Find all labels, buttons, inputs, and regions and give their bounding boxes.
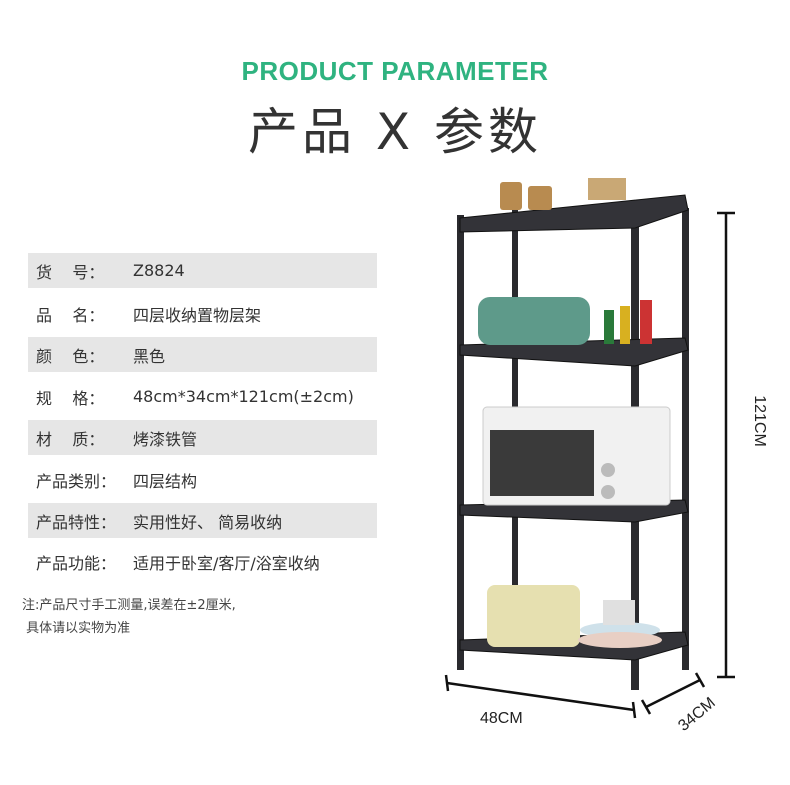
param-label: 产品特性： [36,512,117,532]
bread-box-and-plates [487,585,662,648]
param-row: 材 质： 烤漆铁管 [28,420,377,455]
param-value: 48cm*34cm*121cm(±2cm) [133,387,354,406]
param-value: 烤漆铁管 [133,429,198,449]
jars [500,178,626,210]
dimension-lines [444,211,735,719]
param-value: 四层结构 [133,471,198,491]
param-label: 品 名： [36,305,105,325]
param-label: 颜 色： [36,346,105,366]
param-row: 产品类别： 四层结构 [28,462,377,497]
note-line: 具体请以实物为准 [22,621,131,636]
microwave [482,406,671,506]
param-value: 适用于卧室/客厅/浴室收纳 [133,553,320,573]
bottles [604,300,652,344]
width-dimension-label: 48CM [480,710,523,727]
toaster [478,297,590,345]
param-label: 产品类别： [36,471,117,491]
note-line: 注:产品尺寸手工测量,误差在±2厘米, [22,598,236,613]
param-label: 货 号： [36,262,105,282]
param-row: 货 号： Z8824 [28,253,377,288]
title-chinese: 产品 X 参数 [247,103,543,161]
param-label: 产品功能： [36,553,117,573]
param-row: 品 名： 四层收纳置物层架 [28,296,377,331]
param-label: 材 质： [36,429,105,449]
param-value: 四层收纳置物层架 [133,305,262,325]
measurement-note: 注:产品尺寸手工测量,误差在±2厘米, 具体请以实物为准 [22,594,236,640]
param-row: 颜 色： 黑色 [28,337,377,372]
param-value: Z8824 [133,261,185,280]
height-dimension-label: 121CM [750,395,768,447]
param-row: 产品功能： 适用于卧室/客厅/浴室收纳 [28,544,377,579]
param-value: 黑色 [133,346,166,366]
param-label: 规 格： [36,388,105,408]
param-value: 实用性好、 简易收纳 [133,512,283,532]
param-row: 产品特性： 实用性好、 简易收纳 [28,503,377,538]
param-row: 规 格： 48cm*34cm*121cm(±2cm) [28,379,377,414]
title-english: PRODUCT PARAMETER [241,56,549,86]
